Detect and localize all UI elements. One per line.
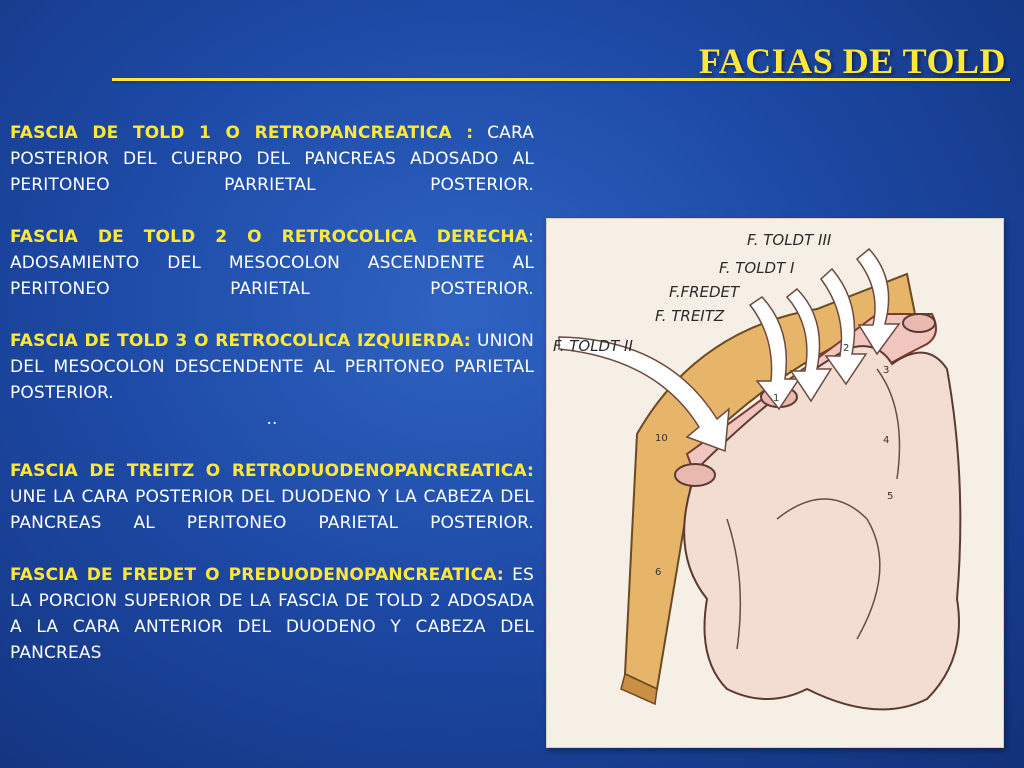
number-6: 6 xyxy=(655,567,661,578)
body-treitz: UNE LA CARA POSTERIOR DEL DUODENO Y LA C… xyxy=(10,487,534,533)
label-toldt3: F. TOLDT III xyxy=(747,231,832,249)
slide-title: FACIAS DE TOLD xyxy=(698,41,1006,81)
title-underline xyxy=(112,78,1010,81)
vessel-end-1 xyxy=(674,463,716,487)
arrow-toldt2 xyxy=(558,336,730,453)
paragraph-told-3: FASCIA DE TOLD 3 O RETROCOLICA IZQUIERDA… xyxy=(10,328,534,406)
colon-mass xyxy=(683,345,962,711)
anatomy-drawing: F. TOLDT III F. TOLDT I F.FREDET F. TREI… xyxy=(553,231,962,711)
number-3: 3 xyxy=(883,365,889,376)
term-treitz: FASCIA DE TREITZ O RETRODUODENOPANCREATI… xyxy=(10,461,534,481)
body-told-3: UNION DEL MESOCOLON DESCENDENTE AL PERIT… xyxy=(10,331,535,403)
arrow-toldt1 xyxy=(819,267,868,386)
arrow-fredet xyxy=(785,287,833,403)
paragraph-told-2: FASCIA DE TOLD 2 O RETROCOLICA DERECHA: … xyxy=(10,224,534,302)
body-told-1: CARA POSTERIOR DEL CUERPO DEL PANCREAS A… xyxy=(10,123,534,195)
anatomy-illustration: F. TOLDT III F. TOLDT I F.FREDET F. TREI… xyxy=(546,218,1004,748)
number-2: 2 xyxy=(843,343,849,354)
term-fredet: FASCIA DE FREDET O PREDUODENOPANCREATICA… xyxy=(10,565,504,585)
term-told-3: FASCIA DE TOLD 3 O RETROCOLICA IZQUIERDA… xyxy=(10,331,471,351)
number-10: 10 xyxy=(655,433,668,444)
vessel-end-3 xyxy=(902,313,936,333)
colon-fold-1 xyxy=(776,498,881,640)
term-told-2: FASCIA DE TOLD 2 O RETROCOLICA DERECHA xyxy=(10,227,529,247)
paragraph-fredet: FASCIA DE FREDET O PREDUODENOPANCREATICA… xyxy=(10,562,534,666)
label-treitz: F. TREITZ xyxy=(655,307,725,325)
label-toldt2: F. TOLDT II xyxy=(553,337,633,355)
label-toldt1: F. TOLDT I xyxy=(719,259,795,277)
text-column: FASCIA DE TOLD 1 O RETROPANCREATICA : CA… xyxy=(10,120,534,692)
colon-fold-3 xyxy=(726,518,742,650)
body-told-2: : ADOSAMIENTO DEL MESOCOLON ASCENDENTE A… xyxy=(10,227,534,299)
wall-edge xyxy=(620,672,658,706)
arrow-toldt3 xyxy=(855,247,901,356)
number-1: 1 xyxy=(773,393,779,404)
separator-dots: .. xyxy=(266,409,278,429)
colon-fold-2 xyxy=(876,368,901,480)
arrow-treitz xyxy=(748,296,801,411)
paragraph-told-1: FASCIA DE TOLD 1 O RETROPANCREATICA : CA… xyxy=(10,120,534,198)
label-fredet: F.FREDET xyxy=(669,283,741,301)
paragraph-treitz: FASCIA DE TREITZ O RETRODUODENOPANCREATI… xyxy=(10,458,534,536)
number-4: 4 xyxy=(883,435,889,446)
number-5: 5 xyxy=(887,491,893,502)
body-fredet: ES LA PORCION SUPERIOR DE LA FASCIA DE T… xyxy=(10,565,534,663)
term-told-1: FASCIA DE TOLD 1 O RETROPANCREATICA : xyxy=(10,123,474,143)
